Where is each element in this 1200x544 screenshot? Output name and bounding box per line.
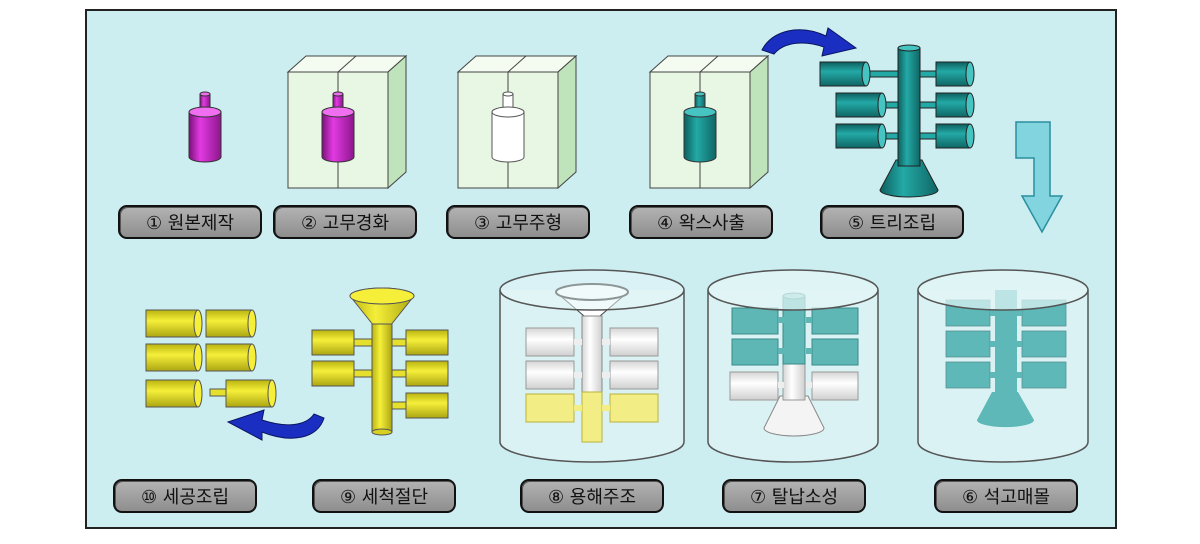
- casting-flask: [499, 269, 685, 463]
- down-arrow-icon: [1015, 121, 1064, 234]
- original-model: [188, 91, 222, 163]
- step-label-4: ④ 왁스사출: [629, 205, 773, 239]
- rubber-mold: [456, 54, 578, 190]
- wax-tree: [819, 44, 975, 198]
- rubber-mold-curing: [286, 54, 408, 190]
- investment-flask: [917, 269, 1089, 463]
- step-label-9: ⑨ 세척절단: [312, 479, 456, 513]
- cast-tree: [311, 287, 449, 436]
- step-label-7: ⑦ 탈납소성: [722, 479, 866, 513]
- curved-arrow-icon: [226, 409, 325, 441]
- curved-arrow-icon: [761, 27, 858, 57]
- step-label-6: ⑥ 석고매몰: [934, 479, 1078, 513]
- step-label-2: ② 고무경화: [273, 205, 417, 239]
- step-label-3: ③ 고무주형: [446, 205, 590, 239]
- step-label-5: ⑤ 트리조립: [820, 205, 964, 239]
- step-label-8: ⑧ 용해주조: [520, 479, 664, 513]
- separated-parts: [145, 309, 277, 408]
- burnout-flask: [707, 269, 879, 463]
- step-label-1: ① 원본제작: [118, 205, 262, 239]
- step-label-10: ⑩ 세공조립: [113, 479, 257, 513]
- wax-injection-mold: [648, 54, 770, 190]
